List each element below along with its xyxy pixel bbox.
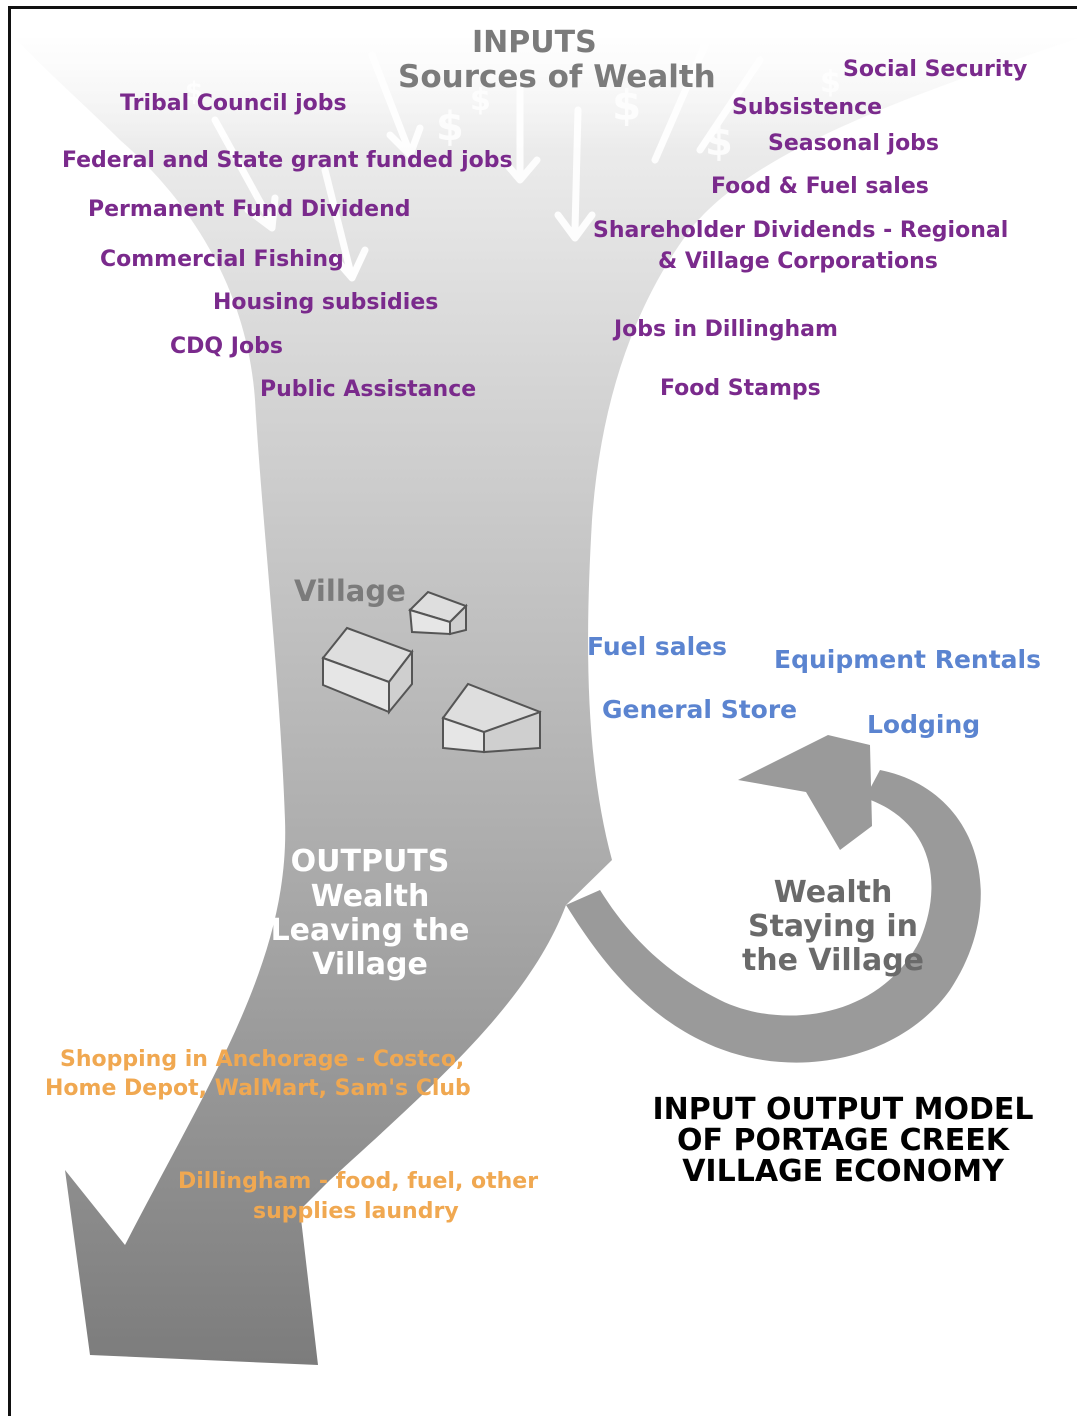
dollar-sign-icon: $ [705,119,733,165]
input-item: CDQ Jobs [170,334,283,359]
down-arrow-icon [651,41,709,164]
business-item: Fuel sales [587,632,728,661]
input-item: Jobs in Dillingham [614,317,838,342]
dollar-sign-icon: $ [820,65,841,100]
down-arrow-icon [321,166,369,282]
input-item: Food & Fuel sales [711,174,929,199]
model-title-line: INPUT OUTPUT MODEL [652,1092,1034,1127]
output-destination: supplies laundry [253,1199,459,1224]
input-item: Social Security [843,57,1028,82]
staying-line: Wealth [773,875,893,910]
input-item: Housing subsidies [213,290,439,315]
dollar-sign-icons: $ $ $ $ $ $ [185,65,841,165]
money-arrows [211,41,764,282]
down-arrow-icon [696,56,764,154]
page-border [8,6,1077,1416]
output-destination: Shopping in Anchorage - Costco, [60,1047,465,1072]
input-item: Seasonal jobs [768,131,940,156]
output-destination: Dillingham - food, fuel, other [178,1169,539,1194]
dollar-sign-icon: $ [436,104,464,150]
staying-line: the Village [741,943,925,978]
village-label: Village [294,574,406,608]
input-item: & Village Corporations [658,249,938,274]
business-item: General Store [602,695,798,724]
outputs-line: Leaving the [270,913,470,948]
down-arrow-icon [554,106,596,242]
staying-line: Staying in [747,909,919,944]
model-title-line: OF PORTAGE CREEK [677,1123,1009,1158]
house-icons [321,590,542,754]
outputs-heading: OUTPUTS [290,844,450,879]
input-item: Tribal Council jobs [120,91,347,116]
return-loop-arrowhead [738,735,872,850]
input-item: Commercial Fishing [100,247,344,272]
inputs-heading: INPUTS [472,25,597,60]
input-item: Food Stamps [660,376,821,401]
return-loop-arrow [566,770,981,1063]
dollar-sign-icon: $ [470,83,491,118]
input-item: Shareholder Dividends - Regional [593,218,1009,243]
house-icon-2 [408,590,468,636]
input-item: Subsistence [732,95,883,120]
input-item: Permanent Fund Dividend [88,197,411,222]
dollar-sign-icon: $ [612,81,641,130]
down-arrow-icon [368,51,424,159]
model-title-line: VILLAGE ECONOMY [682,1154,1004,1189]
input-item: Federal and State grant funded jobs [62,148,513,173]
house-icon-1 [321,626,414,715]
funnel-top-fade [15,38,1078,148]
dollar-sign-icon: $ [185,77,203,107]
business-item: Lodging [867,710,981,739]
outputs-line: Wealth [310,879,430,914]
outputs-line: Village [312,947,428,982]
business-item: Equipment Rentals [774,645,1041,674]
down-arrow-icon [499,81,541,184]
wealth-funnel [15,38,1078,1365]
input-item: Public Assistance [260,377,477,402]
output-destination: Home Depot, WalMart, Sam's Club [45,1076,471,1101]
house-icon-3 [441,682,542,754]
down-arrow-icon [211,116,279,232]
inputs-subheading: Sources of Wealth [398,59,716,95]
